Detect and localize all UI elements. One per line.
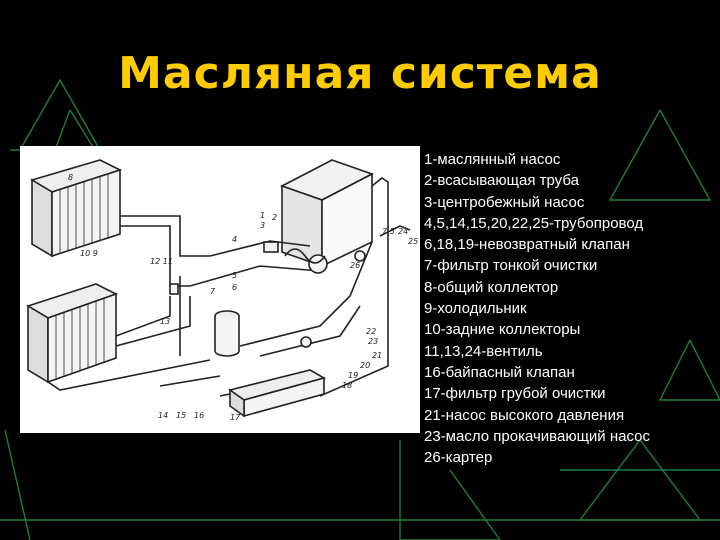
legend-item: 6,18,19-невозвратный клапан xyxy=(424,236,630,254)
svg-text:10 9: 10 9 xyxy=(80,249,98,258)
svg-text:12 11: 12 11 xyxy=(150,257,173,266)
svg-text:4: 4 xyxy=(232,235,237,244)
svg-text:15: 15 xyxy=(176,411,186,420)
svg-text:18: 18 xyxy=(342,381,352,390)
bg-triangle xyxy=(400,469,501,540)
legend-item: 17-фильтр грубой очистки xyxy=(424,385,606,403)
svg-text:24: 24 xyxy=(398,227,408,236)
bg-line xyxy=(4,429,31,540)
legend-item: 10-задние коллекторы xyxy=(424,321,581,339)
centrifugal-pump xyxy=(263,241,279,253)
legend-item: 16-байпасный клапан xyxy=(424,363,575,381)
svg-text:19: 19 xyxy=(348,371,358,380)
svg-text:16: 16 xyxy=(194,411,204,420)
svg-text:8: 8 xyxy=(68,173,73,182)
legend-item: 9-холодильник xyxy=(424,300,527,318)
legend-item: 7-фильтр тонкой очистки xyxy=(424,257,598,275)
legend-item: 26-картер xyxy=(424,449,493,467)
svg-text:17: 17 xyxy=(230,413,241,422)
svg-text:3: 3 xyxy=(260,221,265,230)
coarse-filter xyxy=(228,369,327,418)
bg-triangle xyxy=(658,339,720,401)
bg-triangle xyxy=(19,78,101,151)
slide-title: Масляная система xyxy=(118,48,602,99)
legend-item: 23-масло прокачивающий насос xyxy=(424,427,650,445)
bg-triangle xyxy=(578,439,702,521)
legend-item: 8-общий коллектор xyxy=(424,278,559,296)
valve xyxy=(354,250,366,262)
radiator-lower xyxy=(26,283,119,384)
oil-system-diagram: 8 10 9 12 11 1 3 2 4 5 6 7 13 7.5 24 25 … xyxy=(20,146,420,433)
svg-text:5: 5 xyxy=(232,271,237,280)
bg-triangle xyxy=(608,109,712,201)
svg-text:13: 13 xyxy=(160,317,170,326)
svg-text:21: 21 xyxy=(372,351,382,360)
radiator-upper xyxy=(30,159,123,258)
fine-filter xyxy=(214,310,240,357)
svg-text:2: 2 xyxy=(272,213,277,222)
legend-list: 1-маслянный насос 2-всасывающая труба 3-… xyxy=(424,149,714,468)
legend-item: 2-всасывающая труба xyxy=(424,172,579,190)
pipes xyxy=(47,177,411,397)
valve-11 xyxy=(169,283,179,295)
legend-item: 21-насос высокого давления xyxy=(424,406,625,424)
check-valve xyxy=(300,336,312,348)
svg-text:6: 6 xyxy=(232,283,237,292)
svg-text:7.5: 7.5 xyxy=(382,227,395,236)
legend-item: 11,13,24-вентиль xyxy=(424,342,543,360)
svg-text:14: 14 xyxy=(158,411,168,420)
svg-text:25: 25 xyxy=(408,237,418,246)
svg-text:22: 22 xyxy=(366,327,376,336)
svg-text:7: 7 xyxy=(210,287,216,296)
legend-item: 1-маслянный насос xyxy=(424,151,561,168)
legend-item: 4,5,14,15,20,22,25-трубопровод xyxy=(424,214,644,232)
svg-text:23: 23 xyxy=(368,337,378,346)
legend-item: 3-центробежный насос xyxy=(424,193,585,211)
crankcase-block xyxy=(279,159,375,268)
suction-pipe xyxy=(284,248,326,264)
svg-text:1: 1 xyxy=(260,211,265,220)
svg-text:26: 26 xyxy=(350,261,360,270)
svg-text:20: 20 xyxy=(360,361,370,370)
